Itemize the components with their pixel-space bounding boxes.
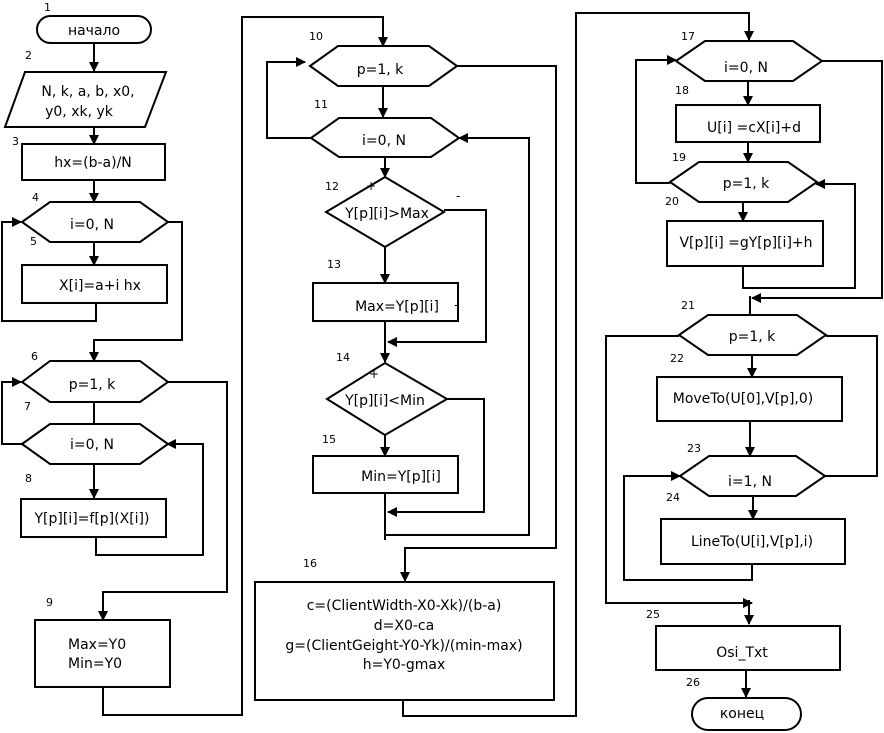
block-2-text-line1: N, k, a, b, x0, (41, 84, 134, 100)
end-terminator (691, 697, 802, 731)
block-13-text: Max=Y[p][i] (355, 299, 439, 315)
branch-signs: + - - + (366, 179, 460, 381)
block-number: 12 (325, 180, 339, 193)
process-block-24 (660, 518, 846, 565)
block-26-text: конец (720, 706, 764, 722)
block-number: 21 (681, 299, 695, 312)
block-number: 6 (31, 350, 38, 363)
loop-block-4 (20, 201, 170, 243)
block-4-text: i=0, N (70, 217, 114, 233)
block-number: 16 (303, 557, 317, 570)
block-17-text: i=0, N (724, 60, 768, 76)
process-block-13 (312, 282, 459, 322)
block-number: 20 (665, 195, 679, 208)
block-3-text: hx=(b-a)/N (54, 155, 132, 171)
no-sign-12: - (456, 189, 460, 203)
block-labels: начало N, k, a, b, x0, y0, xk, yk hx=(b-… (34, 23, 814, 722)
decision-block-14 (325, 361, 449, 437)
block-22-text: MoveTo(U[0],V[p],0) (673, 391, 813, 407)
block-number: 25 (646, 608, 660, 621)
loop-block-21 (677, 314, 828, 356)
block-25-text: Osi_Txt (716, 645, 768, 661)
loop-block-19 (668, 161, 819, 203)
process-block-9 (34, 619, 171, 688)
block-21-text: p=1, k (729, 329, 776, 345)
block-numbers: 1 2 3 4 5 6 7 8 9 10 11 12 13 14 15 16 1… (12, 1, 701, 689)
block-number: 7 (24, 400, 31, 413)
block-number: 17 (681, 30, 695, 43)
block-number: 24 (666, 491, 680, 504)
block-number: 4 (32, 191, 39, 204)
block-16-text-line2: d=X0-ca (374, 618, 434, 634)
block-number: 8 (25, 472, 32, 485)
process-block-22 (656, 376, 843, 422)
start-terminator (36, 15, 152, 44)
block-19-text: p=1, k (723, 176, 770, 192)
block-18-text: U[i] =cX[i]+d (707, 120, 801, 136)
block-number: 10 (309, 30, 323, 43)
block-16-text-line3: g=(ClientGeight-Y0-Yk)/(min-max) (285, 638, 522, 654)
block-number: 9 (46, 596, 53, 609)
connectors (1, 12, 883, 717)
block-7-text: i=0, N (70, 437, 114, 453)
input-block (3, 71, 168, 128)
block-12-text: Y[p][i]>Max (344, 206, 429, 222)
block-20-text: V[p][i] =gY[p][i]+h (679, 235, 812, 251)
process-block-20 (666, 220, 824, 267)
block-1-text: начало (68, 23, 120, 39)
yes-sign-12: + (366, 179, 376, 193)
block-number: 13 (327, 258, 341, 271)
shapes (3, 15, 846, 731)
block-5-text: X[i]=a+i hx (59, 278, 141, 294)
loop-block-17 (674, 40, 824, 82)
block-number: 14 (336, 351, 350, 364)
block-23-text: i=1, N (728, 474, 772, 490)
block-number: 3 (12, 135, 19, 148)
block-16-text-line1: c=(ClientWidth-X0-Xk)/(b-a) (307, 598, 502, 614)
process-block-15 (312, 455, 459, 494)
loop-block-11 (309, 117, 461, 158)
block-10-text: p=1, k (357, 62, 404, 78)
process-block-5 (21, 264, 168, 304)
block-number: 22 (670, 352, 684, 365)
block-6-text: p=1, k (69, 377, 116, 393)
loop-block-23 (678, 455, 827, 497)
block-number: 26 (686, 676, 700, 689)
block-14-text: Y[p][i]<Min (344, 393, 425, 409)
block-15-text: Min=Y[p][i] (361, 469, 441, 485)
minus-sign-13: - (454, 298, 458, 312)
block-number: 5 (30, 235, 37, 248)
decision-block-12 (324, 175, 446, 249)
block-9-text-line1: Max=Y0 (68, 637, 126, 653)
block-number: 23 (687, 442, 701, 455)
block-number: 18 (675, 84, 689, 97)
block-number: 2 (25, 49, 32, 62)
loop-block-7 (20, 423, 170, 465)
block-11-text: i=0, N (362, 133, 406, 149)
block-number: 15 (322, 433, 336, 446)
block-8-text: Y[p][i]=f[p](X[i]) (34, 511, 150, 527)
process-block-3 (21, 143, 166, 181)
yes-sign-14: + (369, 367, 379, 381)
loop-block-10 (308, 45, 459, 87)
block-16-text-line4: h=Y0-gmax (363, 657, 446, 673)
block-number: 19 (672, 151, 686, 164)
block-24-text: LineTo(U[i],V[p],i) (691, 534, 813, 550)
process-block-25 (655, 625, 841, 671)
block-2-text-line2: y0, xk, yk (45, 104, 114, 120)
process-block-18 (675, 104, 821, 143)
process-block-16 (254, 581, 555, 701)
block-number: 11 (314, 98, 328, 111)
block-number: 1 (44, 1, 51, 14)
block-9-text-line2: Min=Y0 (68, 656, 122, 672)
process-block-8 (20, 498, 167, 538)
loop-block-6 (20, 360, 170, 403)
